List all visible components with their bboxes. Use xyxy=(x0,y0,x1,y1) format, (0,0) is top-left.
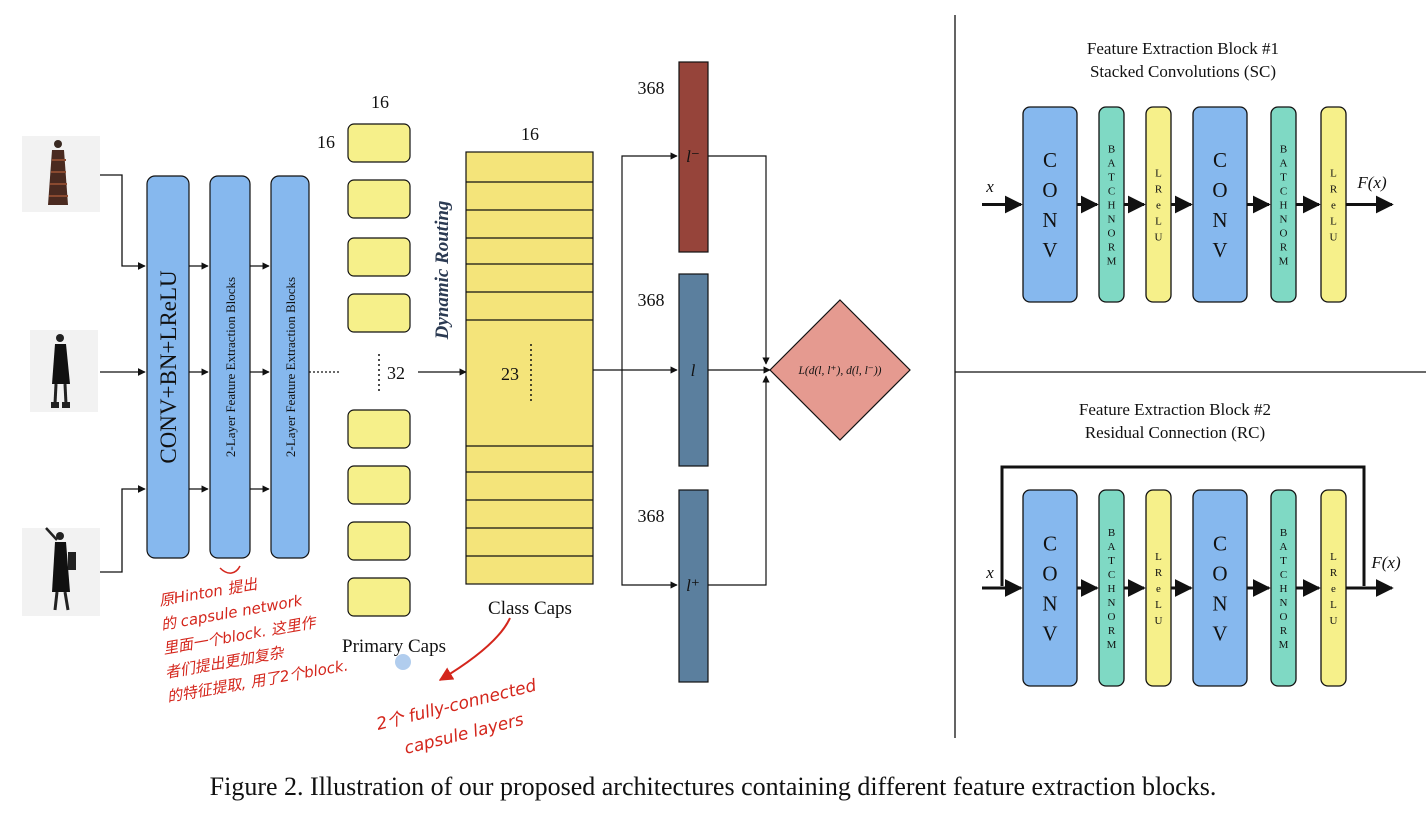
input-image-2 xyxy=(30,330,98,412)
annotation2-arrow xyxy=(438,617,511,681)
vector-label-1: l⁻ xyxy=(686,147,700,166)
vector-bar-2 xyxy=(678,273,709,467)
input-images xyxy=(22,136,100,616)
loss-diamond xyxy=(769,299,911,441)
sc-conv-box-1 xyxy=(1022,106,1078,303)
input-connectors xyxy=(100,174,146,573)
block-connectors xyxy=(189,262,340,493)
sc-output-label: F(x) xyxy=(1356,173,1387,192)
primary-caps-top-dim: 16 xyxy=(371,92,389,112)
primary-capsule-8 xyxy=(347,577,411,617)
fe-block-1 xyxy=(209,175,251,559)
primary-caps-count: 32 xyxy=(387,363,405,383)
primary-caps-label: Primary Caps xyxy=(342,636,446,657)
primary-capsule-2 xyxy=(347,179,411,219)
fe-block-2-label: 2-Layer Feature Extraction Blocks xyxy=(283,277,298,457)
primary-capsule-3 xyxy=(347,237,411,277)
input-image-1 xyxy=(22,136,100,212)
primary-capsule-7 xyxy=(347,521,411,561)
primary-capsule-4 xyxy=(347,293,411,333)
class-caps-block xyxy=(465,151,594,585)
class-caps-count: 23 xyxy=(501,364,519,384)
conv-bn-lrelu-block xyxy=(146,175,190,559)
dynamic-routing-label: Dynamic Routing xyxy=(432,201,453,341)
input-image-3 xyxy=(22,527,100,616)
rc-input-label: x xyxy=(985,563,994,582)
residual-skip-connection xyxy=(1000,465,1366,586)
vector-connectors xyxy=(593,152,771,589)
vector-dim-1: 368 xyxy=(638,78,665,98)
sc-input-label: x xyxy=(985,177,994,196)
output-vectors: 368 l⁻ 368 l 368 l⁺ xyxy=(638,61,709,683)
rc-title-line1: Feature Extraction Block #2 xyxy=(1079,400,1271,419)
class-caps-label: Class Caps xyxy=(488,598,572,619)
primary-capsule-1 xyxy=(347,123,411,163)
fe-block-2 xyxy=(270,175,310,559)
sc-title-line2: Stacked Convolutions (SC) xyxy=(1090,62,1276,81)
sc-conv-box-4 xyxy=(1192,106,1248,303)
conv-bn-lrelu-label: CONV+BN+LReLU xyxy=(156,270,181,464)
annotation-cursor-dot xyxy=(395,654,411,670)
fe-block-1-label: 2-Layer Feature Extraction Blocks xyxy=(223,277,238,457)
figure-caption: Figure 2. Illustration of our proposed a… xyxy=(209,772,1217,801)
rc-conv-box-1 xyxy=(1022,489,1078,687)
loss-label: L(d(l, l⁺), d(l, l⁻)) xyxy=(797,365,881,377)
vector-bar-3 xyxy=(678,489,709,683)
vector-dim-2: 368 xyxy=(638,290,665,310)
primary-capsule-5 xyxy=(347,409,411,449)
class-caps-top-dim: 16 xyxy=(521,124,539,144)
primary-caps xyxy=(347,123,411,617)
sc-title-line1: Feature Extraction Block #1 xyxy=(1087,39,1279,58)
vector-label-2: l xyxy=(691,361,696,380)
annotation1-squiggle xyxy=(219,565,241,574)
class-caps-stack xyxy=(465,151,594,585)
vector-dim-3: 368 xyxy=(638,506,665,526)
primary-capsule-6 xyxy=(347,465,411,505)
rc-output-label: F(x) xyxy=(1370,553,1401,572)
vector-bar-1 xyxy=(678,61,709,253)
rc-title-line2: Residual Connection (RC) xyxy=(1085,423,1265,442)
primary-caps-side-dim: 16 xyxy=(317,132,335,152)
rc-conv-box-4 xyxy=(1192,489,1248,687)
vector-label-3: l⁺ xyxy=(686,576,700,595)
